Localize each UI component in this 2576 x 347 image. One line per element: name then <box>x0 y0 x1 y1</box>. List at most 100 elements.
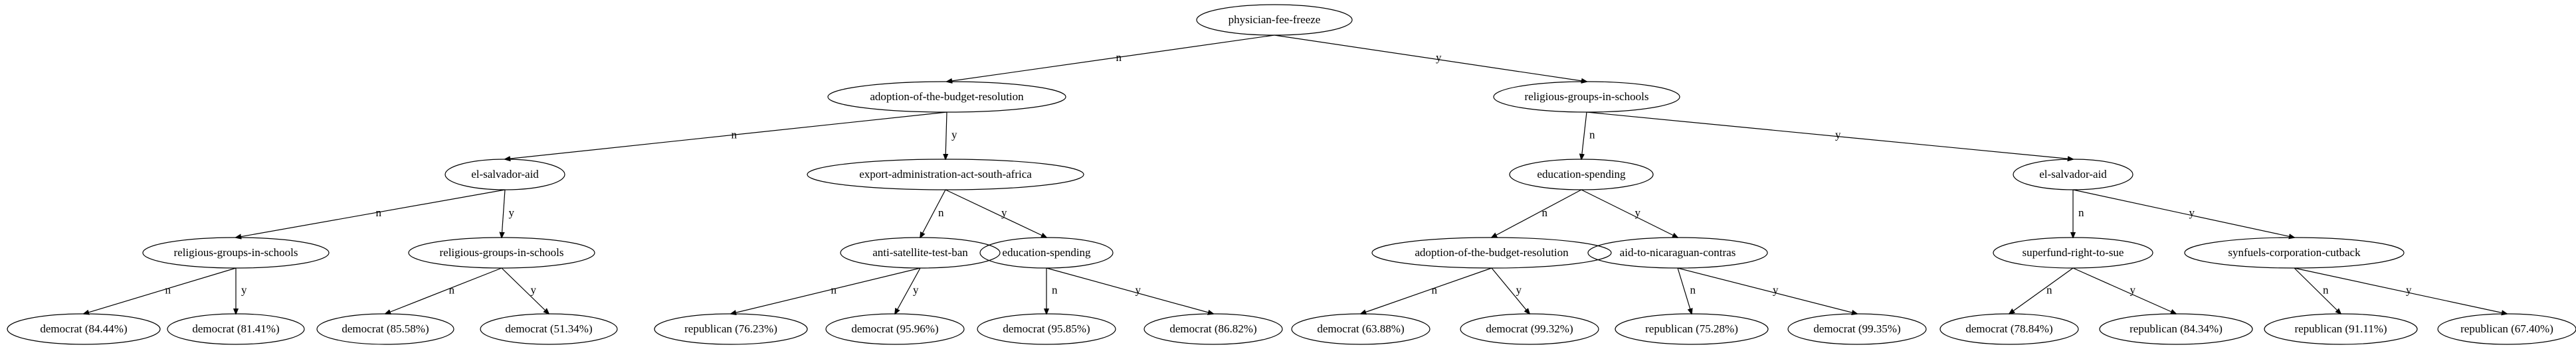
node-label: adoption-of-the-budget-resolution <box>1415 246 1569 259</box>
edge-label: y <box>951 129 957 141</box>
edge-n_r-n_rr <box>1586 111 2073 159</box>
node-ellipse <box>825 313 965 345</box>
node-label: religious-groups-in-schools <box>174 246 298 259</box>
node-label: religious-groups-in-schools <box>440 246 564 259</box>
edge-n_rrr-leaf15 <box>2294 267 2341 314</box>
leaf-node-leaf4: democrat (51.34%) <box>480 313 618 345</box>
decision-node-n_lll: religious-groups-in-schools <box>142 237 330 269</box>
node-label: superfund-right-to-sue <box>2023 246 2124 259</box>
edge-label: y <box>2189 206 2195 219</box>
node-ellipse <box>316 313 454 345</box>
node-ellipse <box>2184 237 2405 269</box>
edge-n_l-n_ll <box>505 111 947 159</box>
leaf-node-leaf12: democrat (99.35%) <box>1787 313 1927 345</box>
edge-n_ll-n_llr <box>502 189 506 238</box>
node-label: education-spending <box>1537 168 1626 180</box>
edge-root-n_l <box>947 35 1275 82</box>
node-label: democrat (86.82%) <box>1169 322 1256 335</box>
node-label: republican (84.34%) <box>2130 322 2223 335</box>
node-label: democrat (99.35%) <box>1813 322 1900 335</box>
leaf-node-leaf6: democrat (95.96%) <box>825 313 965 345</box>
edge-n_lrl-leaf5 <box>731 267 921 314</box>
edge-label: y <box>1136 284 1141 297</box>
edge-label: y <box>509 206 515 219</box>
node-ellipse <box>408 237 595 269</box>
node-ellipse <box>977 313 1116 345</box>
node-label: el-salvador-aid <box>2039 168 2107 180</box>
leaf-node-leaf13: democrat (78.84%) <box>1939 313 2079 345</box>
node-label: democrat (95.85%) <box>1003 322 1090 335</box>
edge-label: n <box>1116 51 1122 64</box>
node-label: republican (91.11%) <box>2294 322 2387 335</box>
edge-n_rlr-leaf11 <box>1677 267 1692 314</box>
edge-label: n <box>2323 284 2329 297</box>
nodes-layer: physician-fee-freeze adoption-of-the-budg… <box>7 4 2576 345</box>
node-ellipse <box>1493 81 1680 113</box>
node-ellipse <box>7 313 161 345</box>
edge-label: n <box>165 284 171 297</box>
edge-label: n <box>449 284 455 297</box>
edge-n_rl-n_rll <box>1492 189 1582 238</box>
decision-node-n_rlr: aid-to-nicaraguan-contras <box>1587 237 1768 269</box>
node-ellipse <box>142 237 330 269</box>
edge-label: n <box>938 206 944 219</box>
decision-node-n_rll: adoption-of-the-budget-resolution <box>1371 237 1612 269</box>
node-ellipse <box>979 237 1114 269</box>
edge-label: n <box>1690 284 1696 297</box>
leaf-node-leaf3: democrat (85.58%) <box>316 313 454 345</box>
decision-node-n_rrl: superfund-right-to-sue <box>1993 237 2153 269</box>
node-label: democrat (81.41%) <box>192 322 279 335</box>
node-ellipse <box>1460 313 1599 345</box>
node-ellipse <box>2264 313 2418 345</box>
edge-n_l-n_lr <box>945 111 947 159</box>
leaf-node-leaf15: republican (91.11%) <box>2264 313 2418 345</box>
node-ellipse <box>1787 313 1927 345</box>
decision-node-n_llr: religious-groups-in-schools <box>408 237 595 269</box>
edge-n_rrr-leaf16 <box>2294 267 2507 314</box>
edge-n_lrl-leaf6 <box>895 267 921 314</box>
node-ellipse <box>2099 313 2253 345</box>
edge-n_llr-leaf3 <box>385 267 502 314</box>
decision-node-n_ll: el-salvador-aid <box>445 159 565 190</box>
edge-label: y <box>1001 206 1007 219</box>
node-ellipse <box>445 159 565 190</box>
leaf-node-leaf10: democrat (99.32%) <box>1460 313 1599 345</box>
edge-n_rrl-leaf13 <box>2009 267 2074 314</box>
node-label: democrat (84.44%) <box>40 322 127 335</box>
edge-n_lll-leaf1 <box>84 267 237 314</box>
edge-label: y <box>1635 206 1641 219</box>
node-ellipse <box>1587 237 1768 269</box>
node-label: adoption-of-the-budget-resolution <box>870 90 1024 103</box>
node-ellipse <box>654 313 808 345</box>
leaf-node-leaf8: democrat (86.82%) <box>1143 313 1283 345</box>
node-label: democrat (78.84%) <box>1965 322 2052 335</box>
edge-label: n <box>1052 284 1058 297</box>
node-ellipse <box>2013 159 2133 190</box>
leaf-node-leaf5: republican (76.23%) <box>654 313 808 345</box>
node-label: republican (75.28%) <box>1645 322 1738 335</box>
leaf-node-leaf14: republican (84.34%) <box>2099 313 2253 345</box>
leaf-node-leaf9: democrat (63.88%) <box>1291 313 1431 345</box>
node-label: education-spending <box>1002 246 1091 259</box>
edge-label: n <box>1432 284 1438 297</box>
node-label: anti-satellite-test-ban <box>872 246 968 259</box>
leaf-node-leaf16: republican (67.40%) <box>2437 313 2576 345</box>
edge-n_rl-n_rlr <box>1581 189 1678 238</box>
edge-label: y <box>2130 284 2136 297</box>
node-label: physician-fee-freeze <box>1229 13 1321 26</box>
node-ellipse <box>1509 159 1654 190</box>
edge-n_rll-leaf9 <box>1361 267 1492 314</box>
node-ellipse <box>807 159 1084 190</box>
decision-node-root: physician-fee-freeze <box>1196 4 1353 36</box>
edge-label: n <box>2046 284 2052 297</box>
edge-label: y <box>1835 129 1841 141</box>
leaf-node-leaf2: democrat (81.41%) <box>167 313 305 345</box>
node-ellipse <box>827 81 1066 113</box>
node-label: democrat (99.32%) <box>1486 322 1573 335</box>
node-ellipse <box>2437 313 2576 345</box>
edge-n_rlr-leaf12 <box>1677 267 1857 314</box>
edge-label: n <box>831 284 837 297</box>
decision-node-n_l: adoption-of-the-budget-resolution <box>827 81 1066 113</box>
edge-label: y <box>241 284 247 297</box>
node-label: democrat (51.34%) <box>505 322 592 335</box>
